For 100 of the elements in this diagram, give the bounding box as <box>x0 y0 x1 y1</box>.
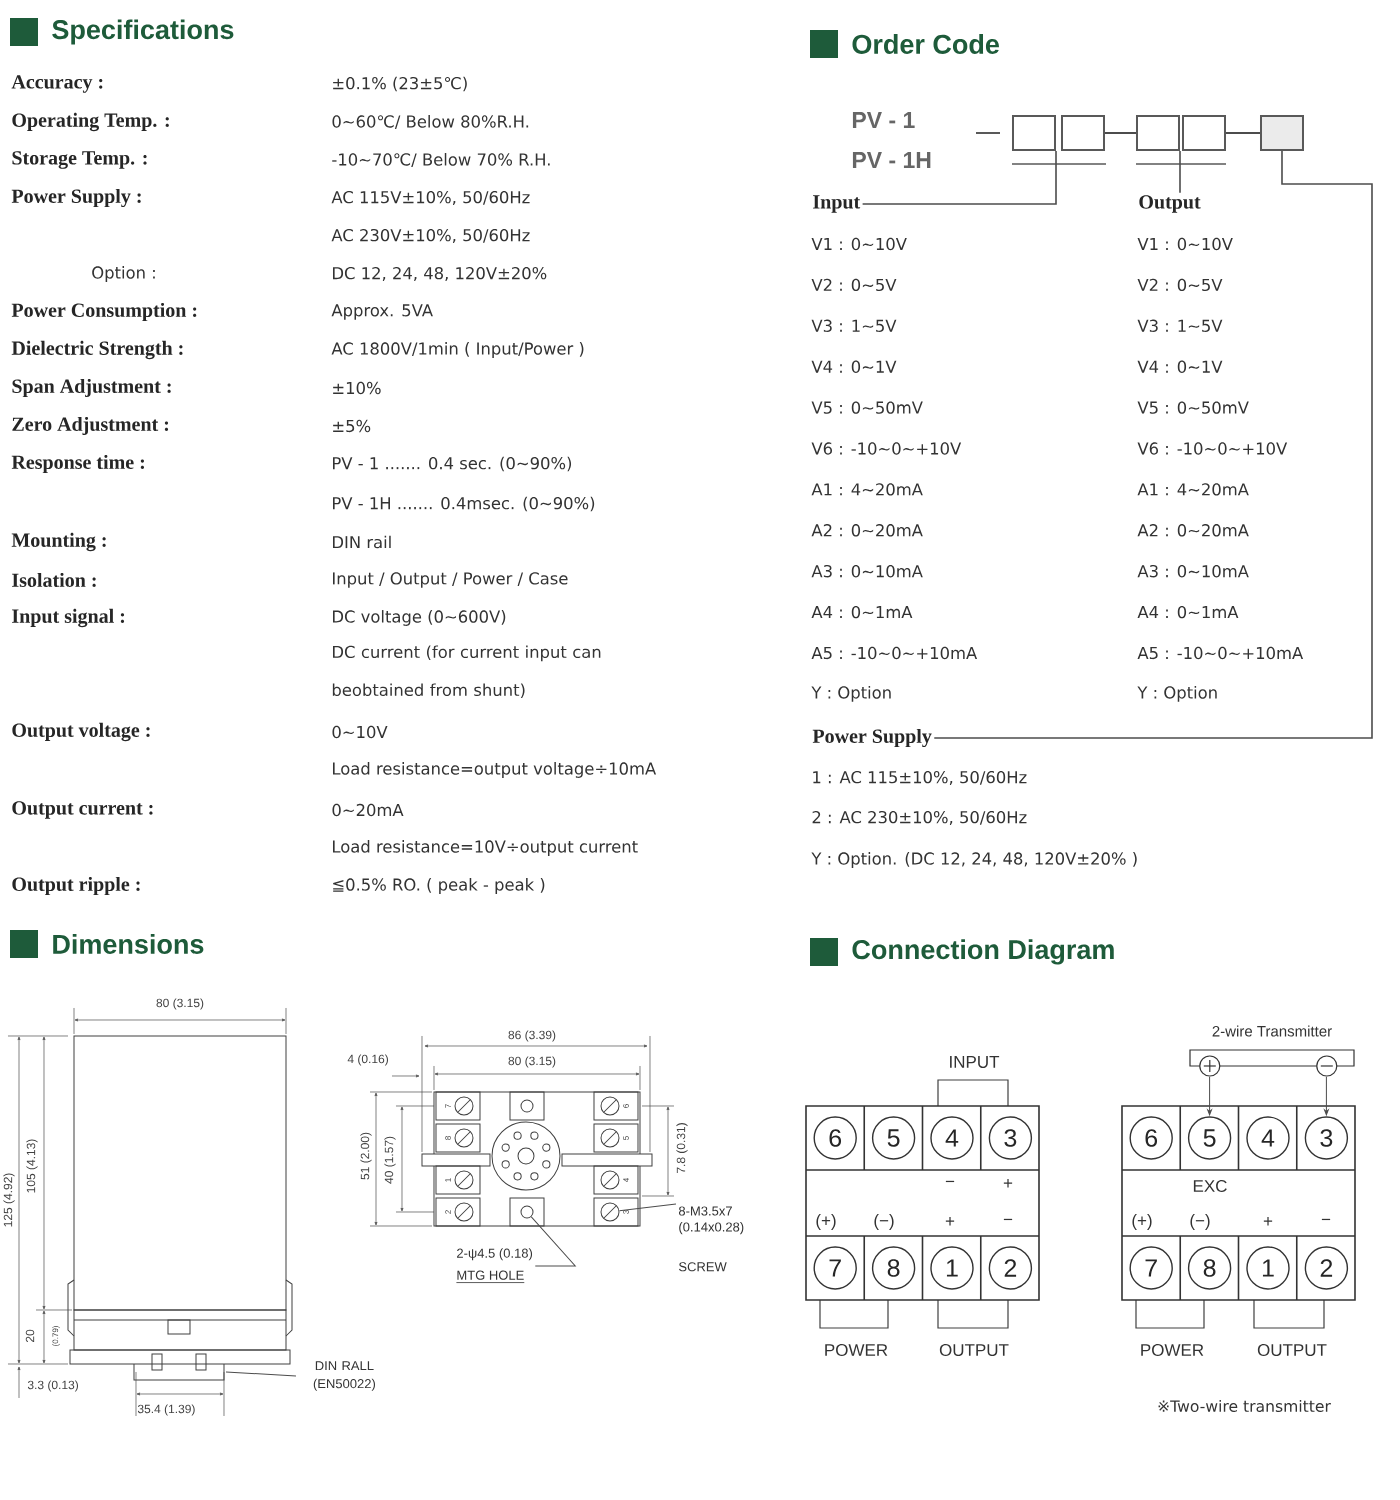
terminal: 3 <box>988 1116 1033 1160</box>
code-box <box>1182 115 1226 151</box>
spec-name: Output voltage : <box>12 722 150 742</box>
section-heading: Order Code <box>852 34 999 54</box>
terminal: 1 <box>930 1246 974 1290</box>
code-box <box>1061 115 1105 151</box>
spec-value: DC 12, 24, 48, 120V±20% <box>333 266 547 282</box>
code-box <box>1136 115 1180 151</box>
terminal-label: POWER <box>1141 1344 1204 1356</box>
code-option: Y : Option <box>1137 685 1217 702</box>
spec-name: Input signal : <box>12 608 125 628</box>
code-option: V2 : 0~5V <box>811 278 897 292</box>
leader-line <box>1104 132 1137 134</box>
terminal: 2 <box>988 1246 1033 1290</box>
code-box <box>1260 115 1304 151</box>
spec-name: Response time : <box>11 454 144 474</box>
code-option: Y : Option. (DC 12, 24, 48, 120V±20% ) <box>811 852 1137 868</box>
code-heading: Input <box>813 195 861 213</box>
spec-value: ≦0.5% RO. ( peak - peak ) <box>333 878 545 894</box>
spec-name: Output current : <box>12 801 153 819</box>
spec-value: AC 230V±10%, 50/60Hz <box>331 228 530 244</box>
code-option: A2 : 0~20mA <box>811 524 923 537</box>
terminal: 5 <box>1187 1116 1232 1160</box>
spec-value: ±10% <box>333 381 381 395</box>
leader-line <box>933 150 1373 739</box>
code-option: V4 : 0~1V <box>1137 360 1223 373</box>
spec-value: Load resistance=output voltage÷10mA <box>333 762 657 778</box>
spec-value: Load resistance=10V÷output current <box>333 840 638 856</box>
terminal-label: OUTPUT <box>1257 1344 1327 1356</box>
screw <box>600 1202 620 1222</box>
terminal: 3 <box>1304 1116 1349 1160</box>
code-heading: Output <box>1139 195 1201 213</box>
code-option: V1 : 0~10V <box>811 237 907 251</box>
leader-line <box>1225 132 1261 134</box>
spec-name: Mounting : <box>11 532 106 552</box>
terminal: 2 <box>1304 1246 1349 1290</box>
spec-name: Accuracy : <box>11 75 103 93</box>
terminal: 7 <box>813 1246 857 1290</box>
spec-value: 0~10V <box>332 725 388 739</box>
code-option: V1 : 0~10V <box>1137 237 1233 251</box>
spec-name: Zero Adjustment : <box>12 416 169 436</box>
code-option: V3 : 1~5V <box>811 319 897 332</box>
code-option: A2 : 0~20mA <box>1137 524 1249 537</box>
spec-name: Power Supply : <box>11 188 141 208</box>
terminal: 6 <box>813 1116 857 1160</box>
model-code: PV - 1H <box>852 152 931 168</box>
terminal: 8 <box>1187 1246 1232 1290</box>
terminal: 1 <box>1246 1246 1290 1290</box>
spec-name: Isolation : <box>12 572 96 588</box>
spec-name: Storage Temp. : <box>12 151 147 169</box>
code-option: A3 : 0~10mA <box>811 565 923 578</box>
section-heading: Dimensions <box>53 934 204 954</box>
terminal: 7 <box>1129 1246 1173 1290</box>
spec-value: PV - 1H ....... 0.4msec. (0~90%) <box>333 496 595 512</box>
code-option: A5 : -10~0~+10mA <box>811 646 978 660</box>
spec-name: Output ripple : <box>12 876 140 896</box>
terminal: 4 <box>930 1116 974 1160</box>
code-option: V3 : 1~5V <box>1137 319 1223 332</box>
spec-value: Input / Output / Power / Case <box>333 572 568 588</box>
code-option: V6 : -10~0~+10V <box>1137 442 1288 455</box>
code-option: V6 : -10~0~+10V <box>811 442 962 455</box>
code-option: Y : Option <box>811 685 891 702</box>
code-option: A1 : 4~20mA <box>1137 483 1249 496</box>
code-option: A4 : 0~1mA <box>811 605 913 619</box>
spec-value: 0~60℃/ Below 80%R.H. <box>332 115 529 129</box>
model-code: PV - 1 <box>852 112 915 128</box>
terminal: 4 <box>1246 1116 1290 1160</box>
spec-name: Operating Temp. : <box>12 112 169 132</box>
terminal-label: POWER <box>825 1344 888 1356</box>
code-option: A1 : 4~20mA <box>811 483 923 496</box>
spec-name: Power Consumption : <box>11 302 197 322</box>
spec-value: AC 1800V/1min ( Input/Power ) <box>331 342 584 358</box>
section-heading: Specifications <box>52 19 234 45</box>
code-option: A3 : 0~10mA <box>1137 565 1249 578</box>
mounting-hole <box>520 1205 534 1219</box>
spec-value: Approx. 5VA <box>331 304 433 320</box>
spec-value: PV - 1 ....... 0.4 sec. (0~90%) <box>333 456 572 472</box>
spec-name: Span Adjustment : <box>12 378 171 398</box>
leader-line <box>225 1371 297 1377</box>
spec-value: DC voltage (0~600V) <box>333 610 506 626</box>
leader-line <box>861 150 1057 205</box>
leader-line <box>1179 150 1181 194</box>
spec-name: Option : <box>92 266 155 282</box>
code-option: V4 : 0~1V <box>811 360 897 373</box>
leader-line <box>618 1203 677 1212</box>
spec-value: ±0.1% (23±5℃) <box>333 76 467 92</box>
code-option: V5 : 0~50mV <box>811 401 923 414</box>
code-option: V5 : 0~50mV <box>1137 401 1249 414</box>
terminal-label: OUTPUT <box>939 1344 1009 1356</box>
spec-value: DC current (for current input can beobtained from shunt) <box>332 645 601 698</box>
code-box <box>1012 115 1056 151</box>
leader-line <box>530 1216 576 1267</box>
terminal-label: INPUT <box>950 1056 1000 1068</box>
terminal: 8 <box>871 1246 916 1290</box>
code-option: V2 : 0~5V <box>1137 278 1223 292</box>
spec-value: ±5% <box>333 419 371 433</box>
code-option: A4 : 0~1mA <box>1137 605 1239 619</box>
code-option: A5 : -10~0~+10mA <box>1137 646 1304 660</box>
arrow <box>1207 1076 1212 1116</box>
spec-value: -10~70℃/ Below 70% R.H. <box>332 153 550 167</box>
